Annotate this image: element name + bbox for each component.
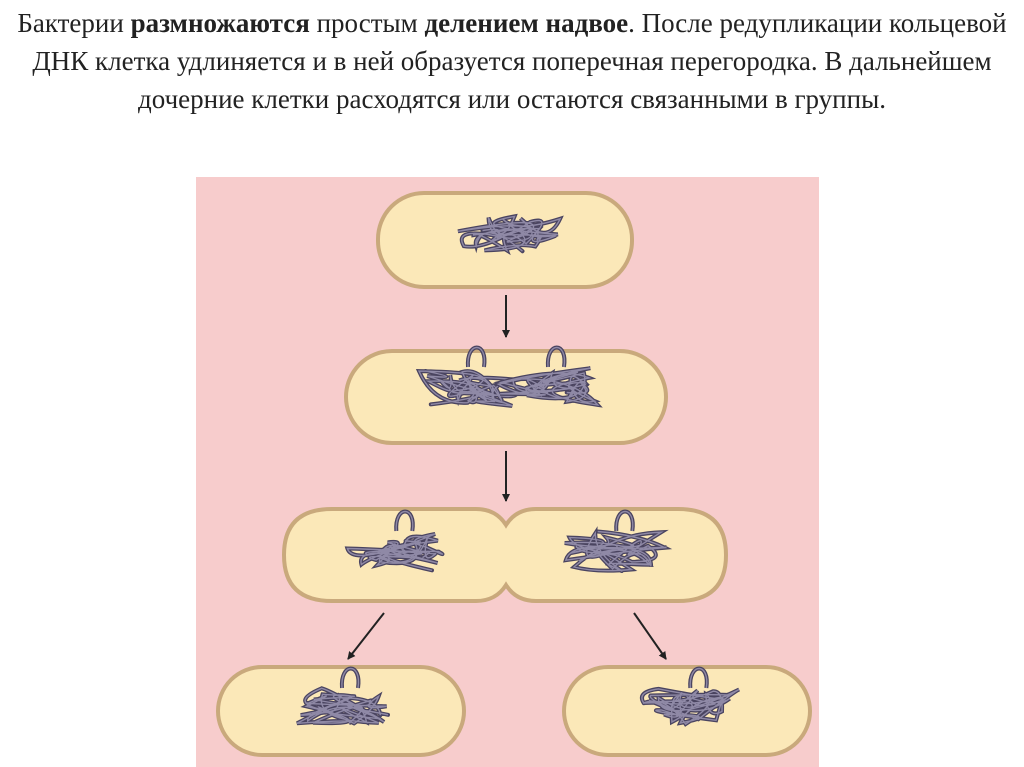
caption-part-bold: делением надвое: [424, 8, 629, 38]
caption-part: простым: [309, 8, 425, 38]
binary-fission-diagram: [196, 177, 819, 767]
dna-coil-stage-3-left: [344, 509, 445, 573]
caption-part-bold: размножаются: [130, 8, 310, 38]
caption-text: Бактерии размножаются простым делением н…: [10, 4, 1014, 118]
arrow-right-3: [633, 612, 667, 660]
dna-coil-stage-1: [457, 213, 564, 256]
caption-part: . После редупликации кольцевой ДНК клетк…: [32, 8, 1007, 114]
dna-layer: [296, 213, 741, 727]
dna-coil-stage-2-left: [415, 345, 520, 408]
caption-part: Бактерии: [17, 8, 131, 38]
dna-coil-stage-2-right: [493, 345, 603, 408]
diagram-canvas: [216, 191, 812, 757]
dna-coil-stage-3-right: [563, 509, 673, 573]
arrow-left-3: [347, 612, 385, 660]
dna-coil-daughter-left: [296, 666, 390, 726]
dna-coil-daughter-right: [639, 666, 741, 727]
